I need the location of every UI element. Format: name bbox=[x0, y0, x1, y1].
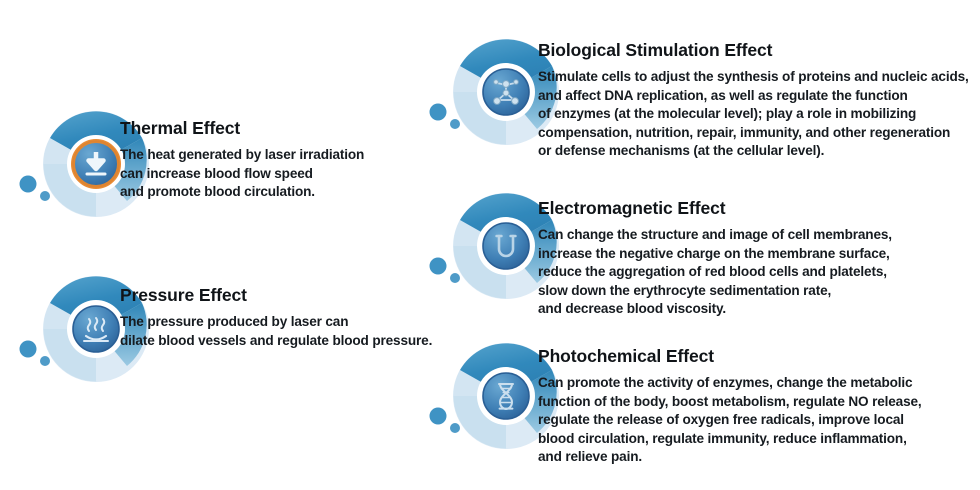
effect-body-pressure: The pressure produced by laser can dilat… bbox=[120, 313, 432, 350]
effect-text-photochemical: Photochemical Effect Can promote the act… bbox=[538, 346, 922, 467]
decorative-dots-biological bbox=[429, 103, 460, 129]
effect-body-electromagnetic: Can change the structure and image of ce… bbox=[538, 226, 892, 319]
decorative-dots-electromagnetic bbox=[429, 257, 460, 283]
body-line: function of the body, boost metabolism, … bbox=[538, 393, 922, 409]
effect-text-thermal: Thermal Effect The heat generated by las… bbox=[120, 118, 364, 202]
body-line: of enzymes (at the molecular level); pla… bbox=[538, 106, 917, 122]
body-line: compensation, nutrition, repair, immunit… bbox=[538, 124, 951, 140]
badge-biological bbox=[429, 38, 560, 146]
effect-title-biological: Biological Stimulation Effect bbox=[538, 40, 773, 60]
badge-pressure bbox=[19, 275, 150, 383]
effect-text-electromagnetic: Electromagnetic Effect Can change the st… bbox=[538, 198, 892, 319]
body-line: blood circulation, regulate immunity, re… bbox=[538, 430, 907, 446]
body-line: and promote blood circulation. bbox=[120, 184, 315, 200]
decorative-dots-pressure bbox=[19, 340, 50, 366]
effect-text-biological: Biological Stimulation Effect Stimulate … bbox=[538, 40, 969, 161]
effect-body-biological: Stimulate cells to adjust the synthesis … bbox=[538, 68, 969, 161]
effect-title-pressure: Pressure Effect bbox=[120, 285, 247, 305]
body-line: Stimulate cells to adjust the synthesis … bbox=[538, 69, 969, 84]
effect-title-thermal: Thermal Effect bbox=[120, 118, 241, 138]
ring-graphic-thermal bbox=[43, 111, 149, 217]
body-line: and relieve pain. bbox=[538, 449, 642, 465]
body-line: can increase blood flow speed bbox=[120, 165, 313, 181]
body-line: regulate the release of oxygen free radi… bbox=[538, 412, 904, 428]
effect-text-pressure: Pressure Effect The pressure produced by… bbox=[120, 285, 432, 350]
body-line: increase the negative charge on the memb… bbox=[538, 245, 890, 261]
body-line: and decrease blood viscosity. bbox=[538, 301, 727, 317]
effect-body-photochemical: Can promote the activity of enzymes, cha… bbox=[538, 374, 922, 467]
effect-title-electromagnetic: Electromagnetic Effect bbox=[538, 198, 726, 218]
decorative-dots-thermal bbox=[19, 175, 50, 201]
decorative-dots-photochemical bbox=[429, 407, 460, 433]
body-line: reduce the aggregation of red blood cell… bbox=[538, 264, 887, 280]
effect-title-photochemical: Photochemical Effect bbox=[538, 346, 714, 366]
effect-body-thermal: The heat generated by laser irradiation … bbox=[120, 146, 364, 202]
body-line: dilate blood vessels and regulate blood … bbox=[120, 332, 433, 348]
badge-thermal bbox=[19, 110, 150, 218]
body-line: The pressure produced by laser can bbox=[120, 314, 349, 329]
body-line: The heat generated by laser irradiation bbox=[120, 147, 365, 162]
body-line: Can promote the activity of enzymes, cha… bbox=[538, 375, 913, 390]
badge-electromagnetic bbox=[429, 192, 560, 300]
body-line: Can change the structure and image of ce… bbox=[538, 227, 892, 242]
body-line: slow down the erythrocyte sedimentation … bbox=[538, 282, 832, 298]
body-line: or defense mechanisms (at the cellular l… bbox=[538, 143, 825, 159]
body-line: and affect DNA replication, as well as r… bbox=[538, 87, 908, 103]
